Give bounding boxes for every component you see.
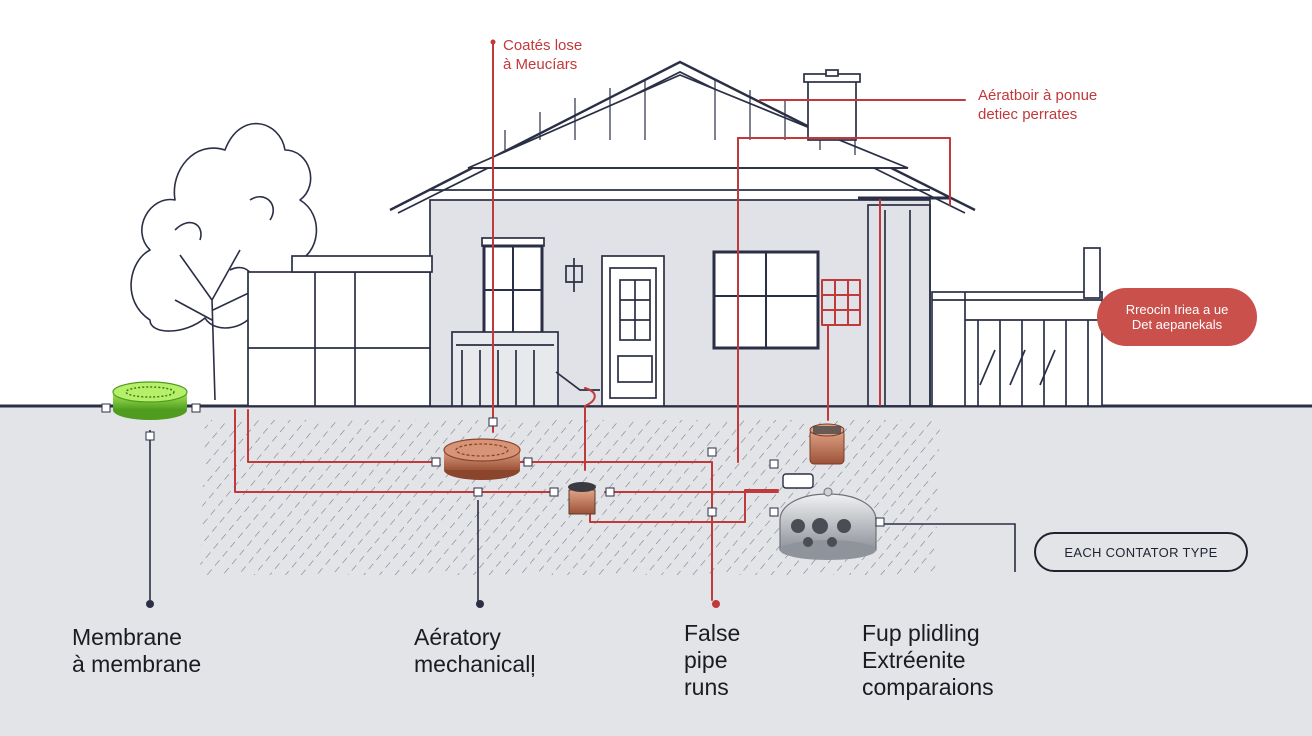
callout-top-center-line1: Coatés lose [503,37,583,54]
tree-icon [130,122,318,401]
label-aeratory-line2: mechanicalļ [414,651,536,677]
leader-lines [149,430,1016,602]
callout-pill-red: Rreocin Iriea a ue Det aepanekals [1097,288,1257,346]
callout-top-center-line2: à Meucíars [503,56,578,73]
label-fup: Fup plidling Extréenite comparaions [862,620,994,701]
label-fup-line1: Fup plidling [862,620,980,646]
pill-red-line2: Det aepanekals [1131,317,1223,332]
callout-top-right: Aératboir à ponue detiec perrates [978,86,1097,124]
pill-red-line1: Rreocin Iriea a ue [1125,302,1229,317]
callout-top-center: Coatés lose à Meucíars [503,36,582,74]
green-aerator-icon [112,381,188,420]
copper-aerator-icon [443,438,521,480]
label-false-pipe-line2: pipe [684,647,728,673]
mechanical-unit-icon [568,482,596,515]
label-false-pipe-line3: runs [684,674,729,700]
pipe-runs [234,41,1111,601]
callout-top-right-line1: Aératboir à ponue [978,87,1098,104]
label-membrane: Membrane à membrane [72,624,201,678]
small-meter-icon [782,473,814,489]
callout-pill-outline: EACH CONTATOR TYPE [1034,532,1248,572]
connector-markers [101,403,885,527]
label-fup-line2: Extréenite [862,647,966,673]
house-icon [247,60,1103,407]
callout-top-right-line2: detiec perrates [978,106,1078,123]
label-membrane-line2: à membrane [72,651,202,677]
label-aeratory: Aératory mechanicalļ [414,624,535,678]
silver-dome-icon [779,487,877,560]
copper-canister-icon [809,423,845,465]
label-false-pipe: False pipe runs [684,620,740,701]
label-fup-line3: comparaions [862,674,994,700]
pipe-end-dot [712,600,720,608]
label-membrane-line1: Membrane [72,624,182,650]
label-false-pipe-line1: False [684,620,741,646]
label-aeratory-line1: Aératory [414,624,501,650]
